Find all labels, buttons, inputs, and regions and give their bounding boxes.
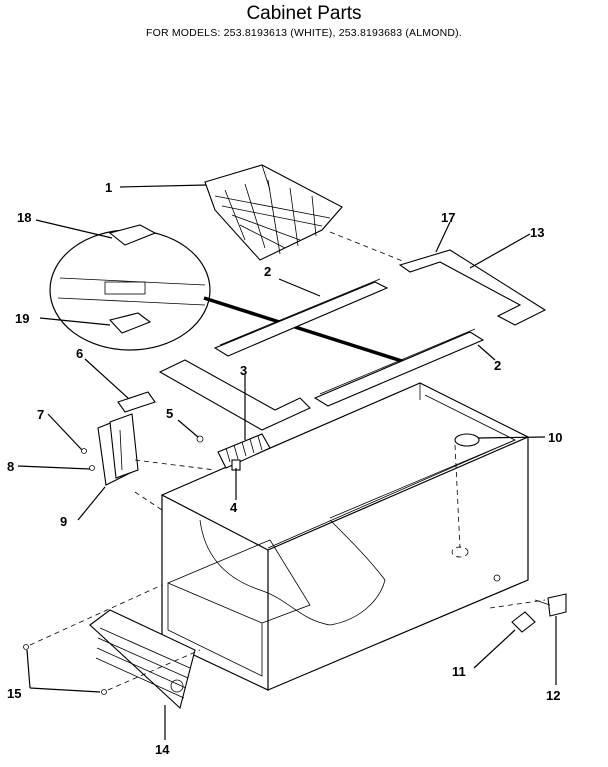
hinge-plate-18 — [108, 224, 157, 246]
basket-part — [204, 164, 343, 261]
detail-circle — [49, 224, 211, 351]
callout-14: 14 — [155, 742, 170, 757]
callout-1: 1 — [105, 180, 112, 195]
callout-5: 5 — [166, 406, 173, 421]
callout-9: 9 — [60, 514, 67, 529]
callout-3: 3 — [240, 363, 247, 378]
callout-17: 17 — [441, 210, 455, 225]
front-grille-part — [23, 609, 196, 710]
callout-18: 18 — [17, 210, 31, 225]
callout-8: 8 — [7, 459, 14, 474]
hinge-plate-19 — [108, 312, 152, 334]
callout-7: 7 — [37, 407, 44, 422]
page-title: Cabinet Parts — [246, 3, 362, 24]
callout-6: 6 — [76, 346, 83, 361]
callout-11: 11 — [452, 664, 466, 679]
callout-13: 13 — [530, 225, 544, 240]
callout-2-top: 2 — [264, 264, 271, 279]
callout-19: 19 — [15, 311, 29, 326]
cabinet-body — [160, 382, 530, 691]
models-subtitle: FOR MODELS: 253.8193613 (WHITE), 253.819… — [145, 27, 462, 39]
callout-10: 10 — [548, 430, 562, 445]
drain-parts — [511, 593, 567, 633]
callout-15: 15 — [7, 686, 21, 701]
frame-rails — [158, 249, 547, 431]
callout-4: 4 — [230, 500, 238, 515]
callout-12: 12 — [546, 688, 560, 703]
hinge-assembly — [81, 391, 156, 486]
grille-part — [196, 433, 271, 471]
callout-labels: 1 2 2 3 4 5 6 7 8 9 10 11 12 13 14 15 17… — [7, 180, 562, 757]
callout-2-bottom: 2 — [494, 358, 501, 373]
